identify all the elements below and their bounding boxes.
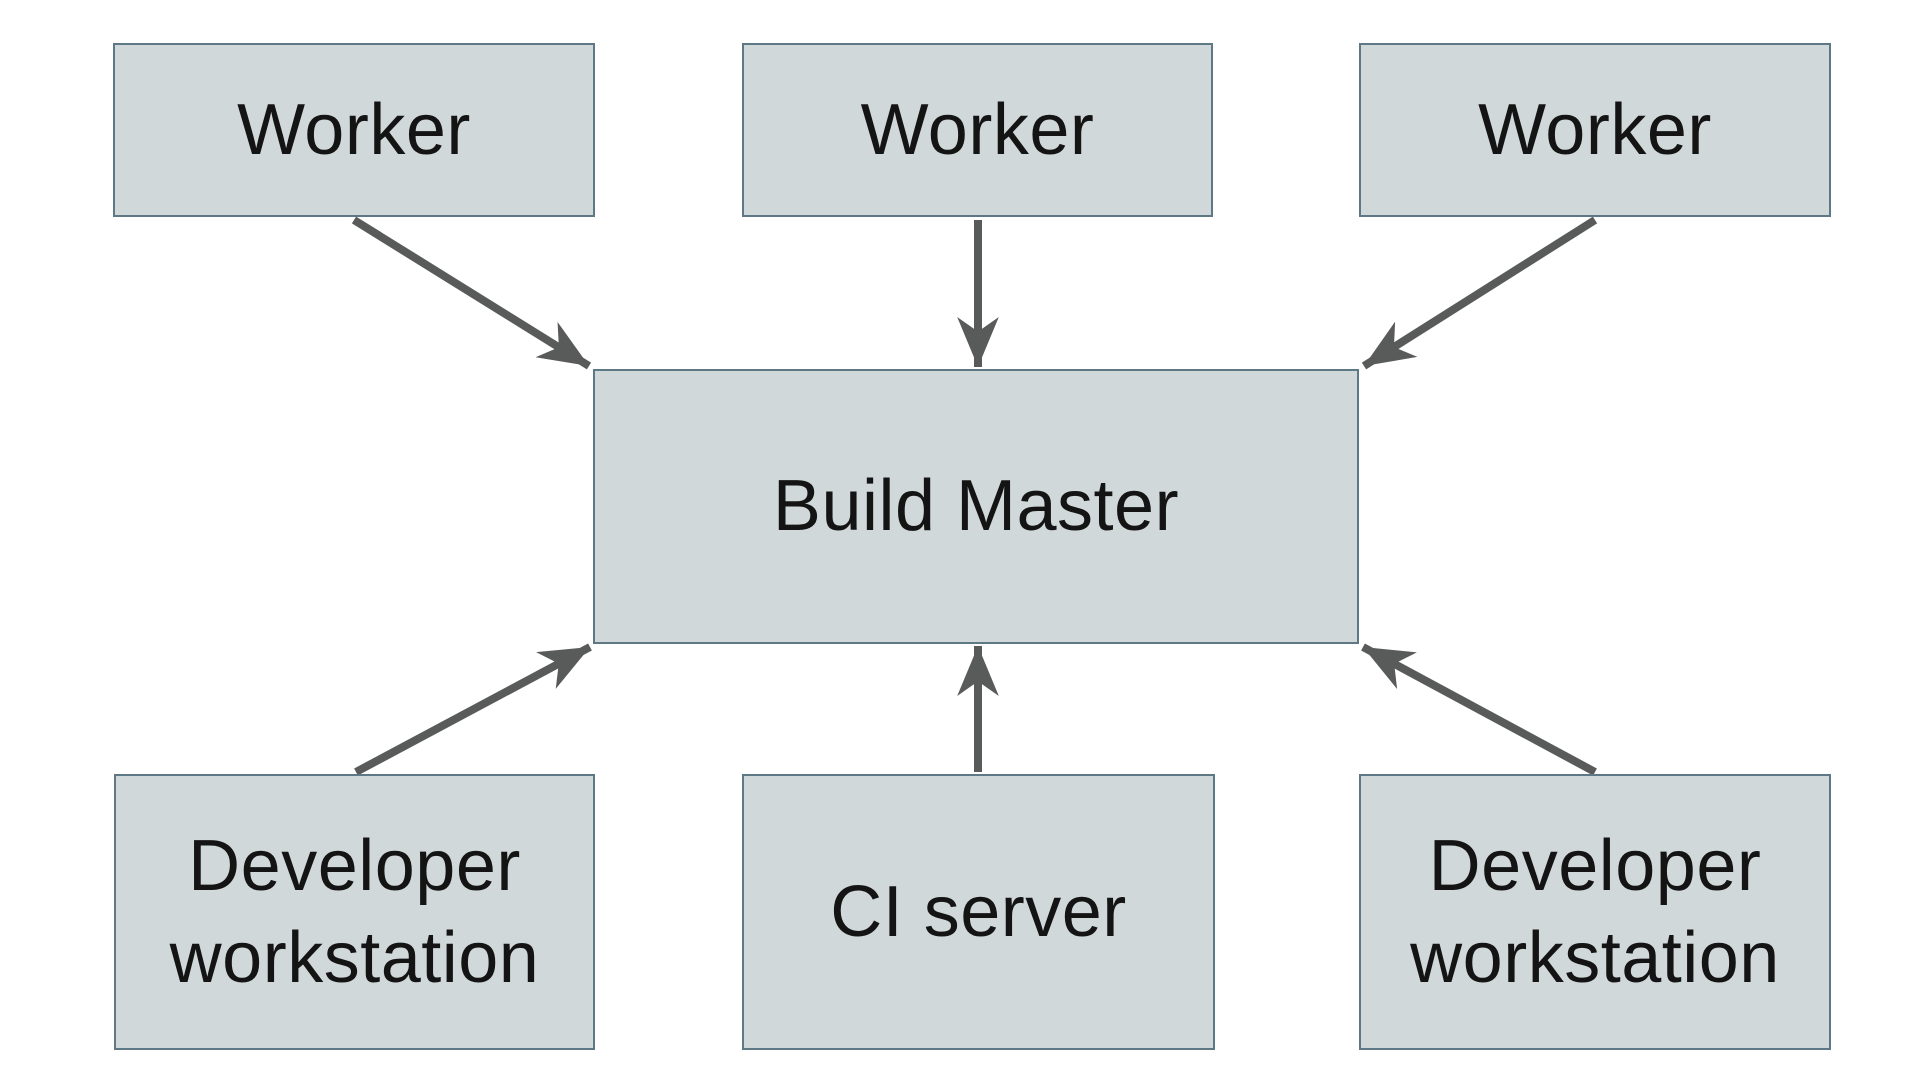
edge-worker-3-to-build-master xyxy=(1361,216,1598,370)
node-worker-3-label: Worker xyxy=(1478,89,1712,170)
node-ci-server-label: CI server xyxy=(830,871,1127,952)
node-worker-2-label: Worker xyxy=(860,89,1095,170)
node-worker-3: Worker xyxy=(1359,43,1831,217)
node-developer-workstation-right-label: Developer workstation xyxy=(1410,825,1780,998)
node-developer-workstation-left-label: Developer workstation xyxy=(169,825,540,998)
node-build-master: Build Master xyxy=(593,369,1359,644)
node-build-master-label: Build Master xyxy=(772,466,1180,547)
edge-worker-1-to-build-master xyxy=(351,216,592,370)
edge-developer-workstation-left-to-build-master xyxy=(354,643,592,776)
node-worker-2: Worker xyxy=(742,43,1213,217)
node-ci-server: CI server xyxy=(742,774,1215,1050)
node-developer-workstation-left: Developer workstation xyxy=(114,774,595,1050)
edge-developer-workstation-right-to-build-master xyxy=(1361,643,1597,776)
node-developer-workstation-right: Developer workstation xyxy=(1359,774,1831,1050)
node-worker-1-label: Worker xyxy=(237,89,471,170)
node-worker-1: Worker xyxy=(113,43,595,217)
